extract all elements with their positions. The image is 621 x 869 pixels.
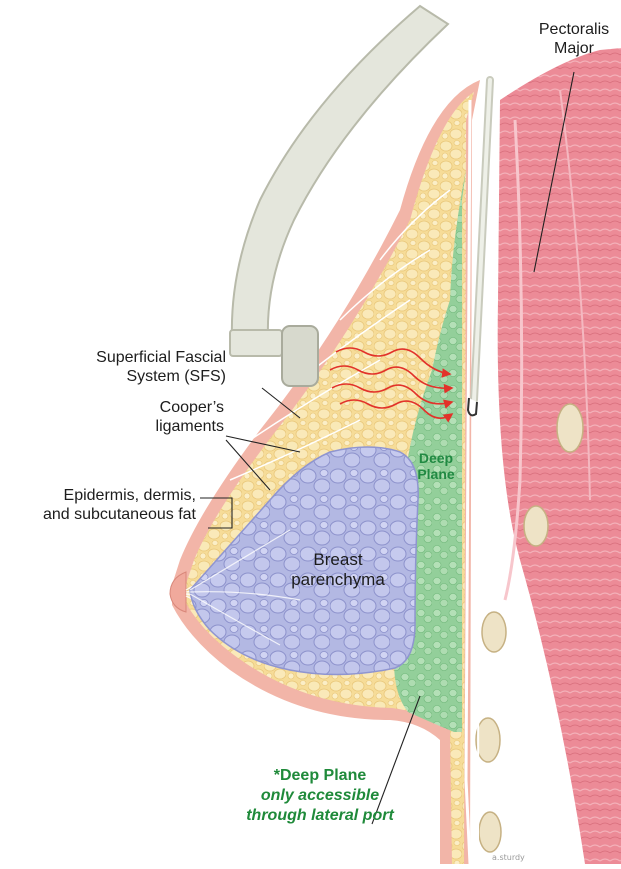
parenchyma-label-line1: Breast [282,550,394,570]
nipple [170,572,186,612]
footnote-line3: through lateral port [226,806,414,826]
parenchyma-label: Breast parenchyma [282,550,394,590]
sfs-label-line1: Superficial Fascial [60,348,226,367]
deep-plane-footnote: *Deep Plane only accessible through late… [226,766,414,826]
sfs-label-line2: System (SFS) [60,367,226,386]
skin-layers-label: Epidermis, dermis, and subcutaneous fat [0,486,196,524]
parenchyma-label-line2: parenchyma [282,570,394,590]
pectoralis-label: Pectoralis Major [530,20,618,58]
deep-plane-label-line2: Plane [408,466,464,482]
deep-plane-label-line1: Deep [408,450,464,466]
coopers-label-line1: Cooper’s [100,398,224,417]
coopers-label-line2: ligaments [100,417,224,436]
skin-label-line1: Epidermis, dermis, [0,486,196,505]
deep-plane-label: Deep Plane [408,450,464,482]
coopers-ligaments-label: Cooper’s ligaments [100,398,224,436]
skin-label-line2: and subcutaneous fat [0,505,196,524]
artist-signature: a.sturdy [492,853,525,862]
pectoralis-label-line1: Pectoralis [530,20,618,39]
pectoralis-label-line2: Major [530,39,618,58]
footnote-line1: *Deep Plane [226,766,414,786]
footnote-line2: only accessible [226,786,414,806]
sfs-label: Superficial Fascial System (SFS) [60,348,226,386]
